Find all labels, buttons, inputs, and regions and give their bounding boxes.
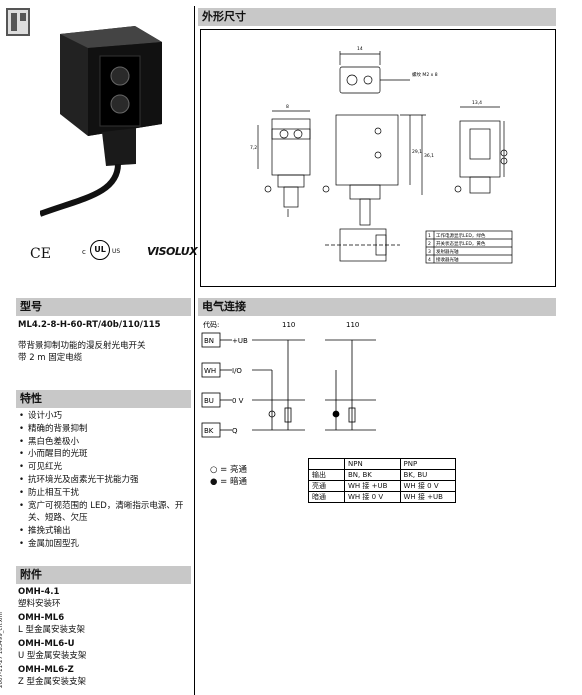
- light-on-symbol: ○: [210, 465, 218, 475]
- dim-36-1: 36,1: [424, 153, 434, 159]
- accessory-code: OMH-ML6: [18, 613, 65, 623]
- table-cell: 暗通: [308, 491, 345, 503]
- signal-ub: +UB: [232, 337, 248, 345]
- feature-item: 精确的背景抑制: [18, 423, 190, 436]
- legend-num: 1: [428, 233, 431, 239]
- dimension-drawing: 14 螺纹 M2 x 8 8 13,4 7,2 29,1 36,1 1 工作电源…: [200, 29, 556, 287]
- table-row: 亮通 WH 接 +UB WH 接 0 V: [308, 480, 456, 492]
- pin-bu: BU: [204, 397, 214, 405]
- signal-io: I/O: [232, 367, 242, 375]
- model-desc-2: 带 2 m 固定电缆: [18, 353, 83, 363]
- visolux-logo: VISOLUX: [147, 245, 198, 258]
- feature-item: 推挽式输出: [18, 525, 190, 538]
- dim-29-1: 29,1: [412, 149, 422, 155]
- pin-wh: WH: [204, 367, 216, 375]
- table-cell: WH 接 0 V: [399, 480, 456, 492]
- table-header: NPN: [344, 458, 401, 470]
- table-header-row: NPN PNP: [308, 458, 456, 470]
- legend-text: 接收器光轴: [436, 256, 459, 263]
- features-header: 特性: [16, 390, 191, 408]
- light-on-text: = 亮通: [220, 465, 247, 475]
- accessory-code: OMH-ML6-U: [18, 639, 75, 649]
- dark-on-symbol: ●: [210, 477, 218, 487]
- feature-item: 小而醒目的光斑: [18, 448, 190, 461]
- dim-13-4: 13,4: [472, 100, 482, 106]
- table-header: [308, 458, 345, 470]
- features-list: 设计小巧 精确的背景抑制 黑白色差极小 小而醒目的光斑 可见红光 抗环境光及卤素…: [18, 410, 190, 551]
- legend-light-on: ○ = 亮通: [210, 464, 247, 476]
- table-cell: 输出: [308, 469, 345, 481]
- model-header: 型号: [16, 298, 191, 316]
- model-desc-1: 带背景抑制功能的漫反射光电开关: [18, 341, 146, 351]
- legend-num: 2: [428, 241, 431, 247]
- ce-logo: CE: [30, 246, 51, 262]
- dark-on-text: = 暗通: [220, 477, 247, 487]
- table-row: 输出 BN, BK BK, BU: [308, 469, 456, 481]
- legend-num: 3: [428, 249, 431, 255]
- legend-text: 开关状态显示LED，黄色: [436, 240, 486, 247]
- accessories-list: OMH-4.1 塑料安装环 OMH-ML6 L 型金属安装支架 OMH-ML6-…: [18, 586, 190, 688]
- accessory-desc: L 型金属安装支架: [18, 625, 85, 635]
- legend-text: 发射器光轴: [436, 248, 459, 255]
- feature-item: 设计小巧: [18, 410, 190, 423]
- table-cell: BK, BU: [399, 469, 456, 481]
- table-header: PNP: [399, 458, 456, 470]
- table-cell: WH 接 0 V: [344, 491, 401, 503]
- accessory-desc: 塑料安装环: [18, 599, 61, 609]
- model-code: ML4.2-8-H-60-RT/40b/110/115: [18, 320, 161, 330]
- output-logic-table: NPN PNP 输出 BN, BK BK, BU 亮通 WH 接 +UB WH …: [308, 458, 456, 503]
- table-row: 暗通 WH 接 0 V WH 接 +UB: [308, 491, 456, 503]
- dim-14: 14: [357, 46, 363, 52]
- cul-logo: c UL US: [82, 238, 126, 262]
- dim-7-2: 7,2: [250, 145, 257, 151]
- table-cell: 亮通: [308, 480, 345, 492]
- table-cell: BN, BK: [344, 469, 401, 481]
- accessory-code: OMH-4.1: [18, 587, 60, 597]
- electrical-header: 电气连接: [198, 298, 556, 316]
- accessory-desc: U 型金属安装支架: [18, 651, 87, 661]
- feature-item: 可见红光: [18, 461, 190, 474]
- signal-0v: 0 V: [232, 397, 244, 405]
- brand-icon: [6, 8, 30, 36]
- feature-item: 黑白色差极小: [18, 436, 190, 449]
- legend-dark-on: ● = 暗通: [210, 476, 247, 488]
- variant-label: 110: [346, 321, 359, 329]
- pin-bn: BN: [204, 337, 214, 345]
- table-cell: WH 接 +UB: [344, 480, 401, 492]
- variant-label: 110: [282, 321, 295, 329]
- feature-item: 金属加固型孔: [18, 538, 190, 551]
- code-label: 代码:: [203, 320, 219, 329]
- column-divider: [194, 6, 195, 695]
- dim-8: 8: [286, 104, 289, 110]
- accessory-desc: Z 型金属安装支架: [18, 677, 87, 687]
- dimensions-header: 外形尺寸: [198, 8, 556, 26]
- legend-text: 工作电源显示LED，绿色: [436, 232, 486, 239]
- feature-item: 宽广可视范围的 LED，清晰指示电源、开关、短路、欠压: [18, 500, 190, 526]
- product-photo: [40, 26, 162, 217]
- table-cell: WH 接 +UB: [399, 491, 456, 503]
- accessory-code: OMH-ML6-Z: [18, 665, 74, 675]
- accessories-header: 附件: [16, 566, 191, 584]
- signal-q: Q: [232, 427, 238, 435]
- thread-note: 螺纹 M2 x 8: [412, 71, 438, 78]
- legend-num: 4: [428, 257, 431, 263]
- pin-bk: BK: [204, 427, 214, 435]
- feature-item: 抗环境光及卤素光干扰能力强: [18, 474, 190, 487]
- wiring-diagram: 代码: 110 110 BN WH BU BK +UB I/O 0 V Q: [201, 320, 376, 438]
- feature-item: 防止相互干扰: [18, 487, 190, 500]
- document-id: 2007-11-27 183499_cn.xml: [0, 612, 4, 688]
